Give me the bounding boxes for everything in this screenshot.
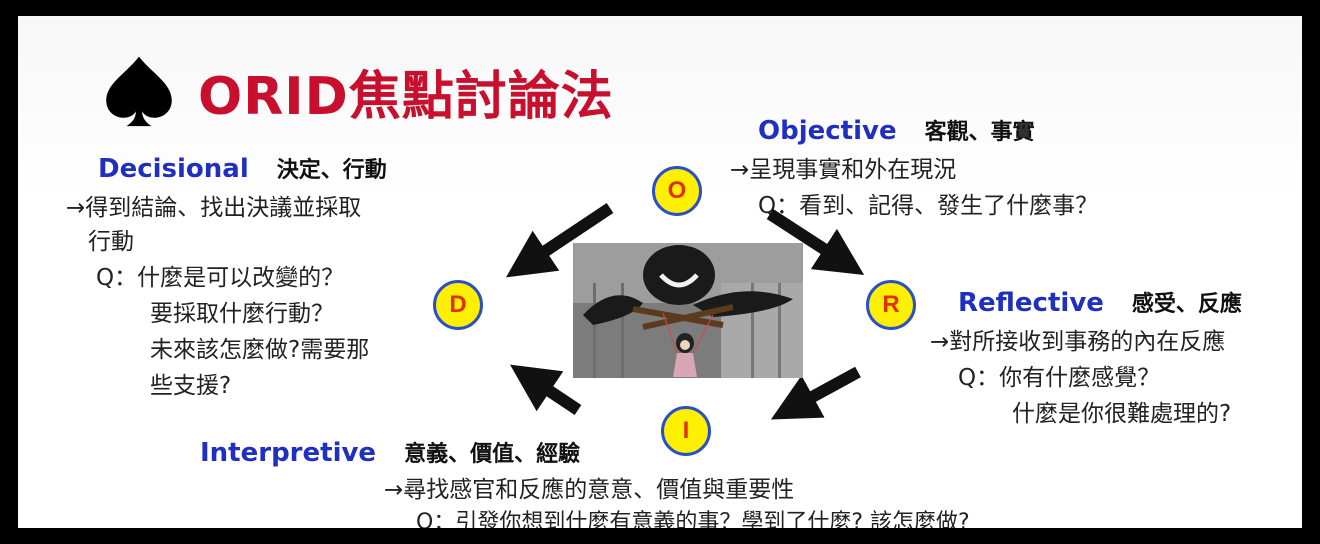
circle-d: D <box>433 280 483 330</box>
objective-line2: Q：看到、記得、發生了什麼事？ <box>758 193 1099 219</box>
interpretive-line1: →尋找感官和反應的意意、價值與重要性 <box>384 477 795 503</box>
decisional-line1: →得到結論、找出決議並採取 <box>66 195 362 221</box>
reflective-line2: Q：你有什麼感覺？ <box>958 365 1161 391</box>
objective-line1: →呈現事實和外在現況 <box>730 157 957 183</box>
circle-i: I <box>661 406 711 456</box>
interpretive-line2: Q：引發你想到什麼有意義的事？學到了什麼? 該怎麼做? <box>416 510 970 528</box>
decisional-line5: 未來該怎麼做?需要那 <box>150 337 370 363</box>
decisional-en: Decisional <box>98 154 249 184</box>
reflective-en: Reflective <box>958 288 1104 318</box>
arrow-d-to-o <box>506 203 614 278</box>
decisional-heading: Decisional 決定、行動 <box>98 152 387 184</box>
reflective-zh: 感受、反應 <box>1131 292 1242 317</box>
cycle-arrows <box>506 203 865 420</box>
arrow-i-to-d <box>510 364 582 415</box>
objective-en: Objective <box>758 116 897 146</box>
reflective-heading: Reflective 感受、反應 <box>958 286 1242 318</box>
decisional-line2: 行動 <box>88 229 134 255</box>
spade-icon <box>106 56 172 127</box>
circle-r: R <box>866 280 916 330</box>
objective-heading: Objective 客觀、事實 <box>758 114 1035 146</box>
decisional-zh: 決定、行動 <box>276 158 387 183</box>
decisional-line3: Q：什麼是可以改變的？ <box>96 265 345 291</box>
title-text: ORID焦點討論法 <box>198 66 614 127</box>
decisional-line6: 些支援? <box>150 373 232 399</box>
interpretive-heading: Interpretive 意義、價值、經驗 <box>200 436 580 468</box>
arrow-r-to-i <box>770 366 861 420</box>
interpretive-en: Interpretive <box>200 438 377 468</box>
reflective-line3: 什麼是你很難處理的? <box>1012 401 1232 427</box>
slide: ORID焦點討論法 Objective 客觀、事實 →呈現事實和外在現況 Q：看到… <box>18 16 1302 528</box>
circle-o: O <box>652 166 702 216</box>
interpretive-zh: 意義、價值、經驗 <box>404 442 581 467</box>
decisional-line4: 要採取什麼行動？ <box>150 301 334 327</box>
reflective-line1: →對所接收到事務的內在反應 <box>930 329 1226 355</box>
puppet-illustration <box>573 243 803 378</box>
objective-zh: 客觀、事實 <box>924 120 1035 145</box>
arrow-o-to-r <box>766 208 865 276</box>
slide-title: ORID焦點討論法 <box>100 52 614 130</box>
